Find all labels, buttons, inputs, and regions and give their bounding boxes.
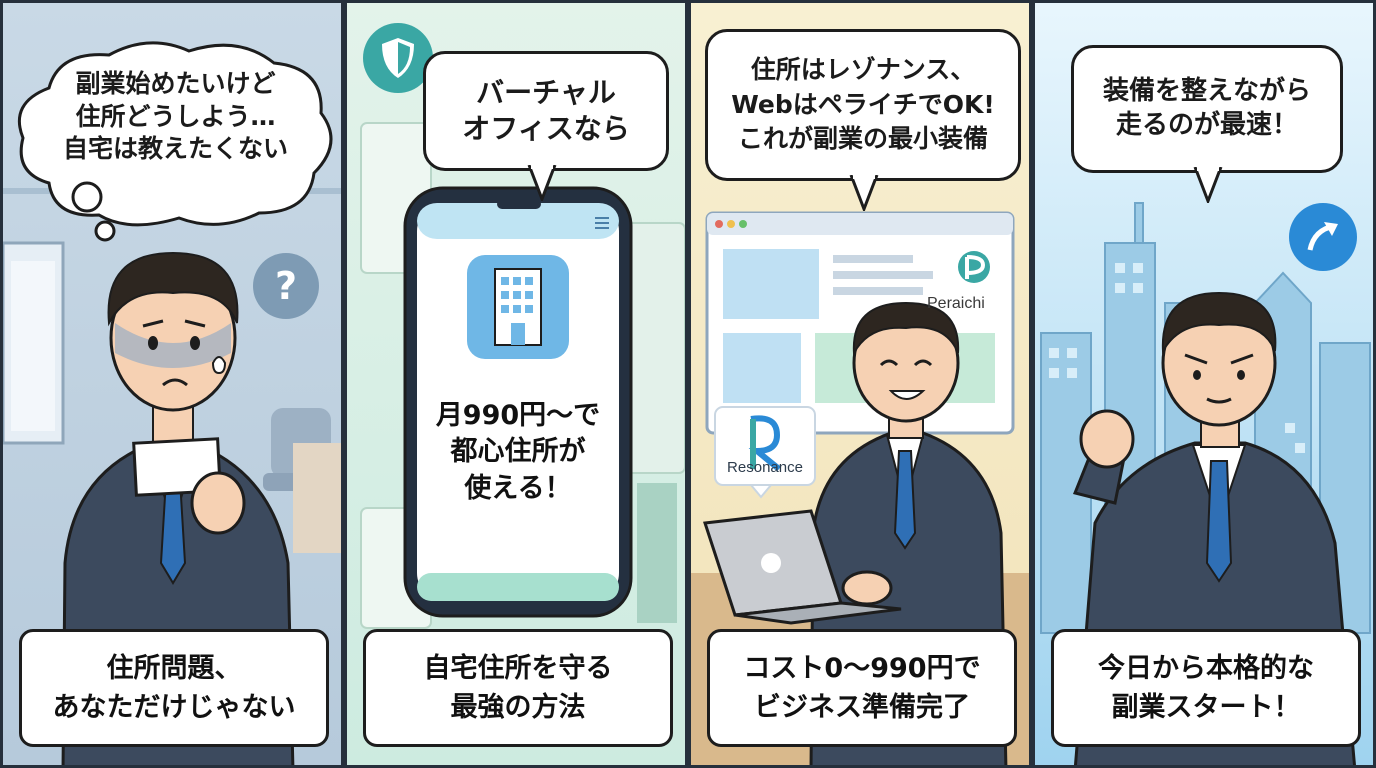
caption-1-line-1: 住所問題、 xyxy=(106,652,242,684)
speech-tail xyxy=(1193,167,1223,203)
panel-3: Peraichi Resonance 住所はレゾナンス、 WebはペライチでOK… xyxy=(688,0,1032,768)
panel-1-caption: 住所問題、 あなただけじゃない xyxy=(19,629,329,747)
peraichi-logo: Peraichi xyxy=(927,295,985,312)
phone-screen-text: 月990円〜で 都心住所が 使える！ xyxy=(417,398,619,507)
arrow-up-right-icon xyxy=(1289,203,1357,271)
caption-1-line-2: あなただけじゃない xyxy=(52,692,296,723)
panel-3-caption: コスト0〜990円で ビジネス準備完了 xyxy=(707,629,1017,747)
panel-1: 副業始めたいけど 住所どうしよう… 自宅は教えたくない ? 住所問題、 あなただ… xyxy=(0,0,344,768)
question-mark: ? xyxy=(274,264,298,308)
speech-tail xyxy=(849,175,879,211)
speech-line-1: 住所はレゾナンス、 xyxy=(750,55,976,85)
speech-tail xyxy=(527,165,557,201)
thought-line-3: 自宅は教えたくない xyxy=(62,134,288,164)
speech-bubble: バーチャル オフィスなら xyxy=(423,51,669,171)
menu-icon[interactable] xyxy=(595,217,609,229)
caption-4-line-2: 副業スタート！ xyxy=(1111,692,1301,723)
speech-line-3: これが副業の最小装備 xyxy=(737,124,988,154)
thought-line-2: 住所どうしよう… xyxy=(75,101,276,131)
caption-4-line-1: 今日から本格的な xyxy=(1098,652,1314,684)
panel-2-scene xyxy=(360,122,685,629)
panel-2: バーチャル オフィスなら 月990円〜で 都心住所が 使える！ 自宅住所を守る … xyxy=(344,0,688,768)
thought-line-1: 副業始めたいけど xyxy=(75,69,276,99)
panel-2-caption: 自宅住所を守る 最強の方法 xyxy=(363,629,673,747)
panel-4-caption: 今日から本格的な 副業スタート！ xyxy=(1051,629,1361,747)
phone-line-3: 使える！ xyxy=(464,472,572,504)
panel-4: 装備を整えながら 走るのが最速！ 今日から本格的な 副業スタート！ xyxy=(1032,0,1376,768)
phone-line-1: 月990円〜で xyxy=(435,400,601,431)
caption-3-line-2: ビジネス準備完了 xyxy=(754,692,970,723)
question-icon: ? xyxy=(253,253,319,319)
shield-icon xyxy=(363,23,433,93)
caption-3-line-1: コスト0〜990円で xyxy=(743,652,981,684)
speech-line-1: バーチャル xyxy=(476,75,616,109)
speech-line-2: オフィスなら xyxy=(462,112,630,145)
phone-line-2: 都心住所が xyxy=(450,436,586,468)
caption-2-line-1: 自宅住所を守る xyxy=(423,652,613,684)
speech-bubble: 住所はレゾナンス、 WebはペライチでOK! これが副業の最小装備 xyxy=(705,29,1021,181)
thought-text: 副業始めたいけど 住所どうしよう… 自宅は教えたくない xyxy=(33,57,318,177)
speech-line-2: 走るのが最速！ xyxy=(1115,110,1298,140)
speech-line-1: 装備を整えながら xyxy=(1102,76,1311,107)
thought-cloud xyxy=(17,41,333,242)
speech-line-2: WebはペライチでOK! xyxy=(731,89,995,119)
resonance-logo: Resonance xyxy=(727,459,803,476)
caption-2-line-2: 最強の方法 xyxy=(450,692,586,723)
speech-bubble: 装備を整えながら 走るのが最速！ xyxy=(1071,45,1343,173)
